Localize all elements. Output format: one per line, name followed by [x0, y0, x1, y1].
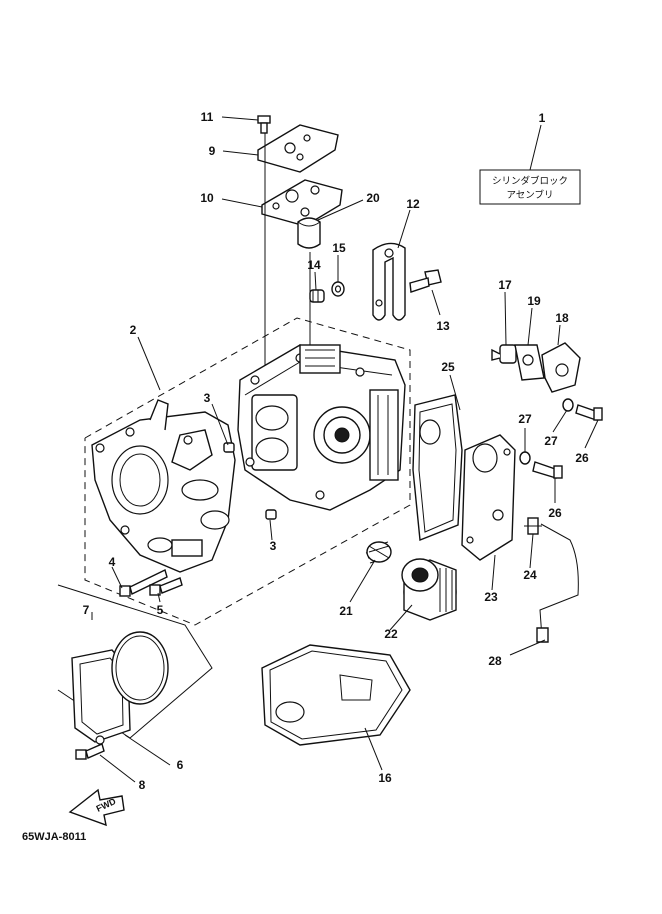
fwd-arrow-icon: FWD	[68, 788, 125, 827]
callout-14: 14	[307, 258, 321, 272]
bolt-part-11	[257, 115, 271, 134]
washer-part-27	[519, 398, 574, 465]
spring-part-21	[365, 541, 392, 564]
callout-11: 11	[201, 110, 214, 124]
callout-1: 1	[539, 111, 546, 125]
callout-3: 3	[204, 391, 211, 405]
crankcase-part-2	[91, 399, 236, 573]
bracket-part-12	[372, 242, 406, 321]
gasket-part-16	[261, 644, 411, 746]
callout-7: 7	[83, 603, 90, 617]
callout-26: 26	[548, 506, 562, 520]
gasket-part-25	[412, 394, 463, 541]
thermostat-part-17	[491, 344, 517, 364]
callout-numbers: 1 2 3 3 4 5 6 7 8 9 10 11 12 13 14 15 16…	[83, 110, 589, 792]
cylinder-block	[237, 344, 406, 511]
assembly-label-line1: シリンダブロック	[492, 175, 568, 187]
callout-15: 15	[332, 241, 346, 255]
callout-23: 23	[484, 590, 498, 604]
callout-9: 9	[209, 144, 216, 158]
callout-4: 4	[109, 555, 116, 569]
callout-28: 28	[488, 654, 502, 668]
dowel-pin-part-3	[223, 442, 277, 520]
hose-part-28	[536, 523, 579, 643]
callout-13: 13	[436, 319, 450, 333]
bolt-part-26	[532, 404, 603, 479]
leader-lines	[91, 116, 599, 783]
callout-16: 16	[378, 771, 392, 785]
plug-part-14	[309, 289, 325, 303]
callout-24: 24	[523, 568, 537, 582]
callout-25: 25	[441, 360, 455, 374]
callout-12: 12	[406, 197, 420, 211]
callout-5: 5	[157, 603, 164, 617]
bolt-part-4	[119, 569, 168, 597]
callout-18: 18	[555, 311, 569, 325]
callout-10: 10	[200, 191, 214, 205]
callout-6: 6	[177, 758, 184, 772]
callout-20: 20	[366, 191, 380, 205]
cover-part-18	[541, 342, 581, 393]
callout-2: 2	[130, 323, 137, 337]
cover-part-23	[461, 434, 516, 561]
callout-27: 27	[544, 434, 558, 448]
gasket-part-19	[514, 344, 545, 381]
callout-19: 19	[527, 294, 541, 308]
assembly-dashed-outline	[84, 317, 411, 626]
fitting-part-24	[524, 517, 542, 535]
callout-26: 26	[575, 451, 589, 465]
callout-27: 27	[518, 412, 532, 426]
bolt-part-8	[75, 743, 105, 760]
callout-8: 8	[139, 778, 146, 792]
callout-3: 3	[270, 539, 277, 553]
bolt-part-5	[149, 577, 183, 596]
bolt-part-13	[409, 269, 442, 293]
assembly-label-line2: アセンブリ	[506, 189, 553, 201]
sleeve-part-20	[297, 217, 321, 249]
callout-17: 17	[498, 278, 512, 292]
assembly-label-box: シリンダブロック アセンブリ	[479, 169, 581, 205]
washer-part-15	[331, 281, 345, 297]
callout-21: 21	[339, 604, 353, 618]
callout-22: 22	[384, 627, 398, 641]
cover-plate-part-9	[257, 124, 339, 173]
o-ring-part-7	[111, 631, 169, 705]
part-code: 65WJA-8011	[22, 831, 86, 843]
gasket-part-10	[261, 179, 343, 227]
oil-filter-part-22	[401, 558, 457, 621]
